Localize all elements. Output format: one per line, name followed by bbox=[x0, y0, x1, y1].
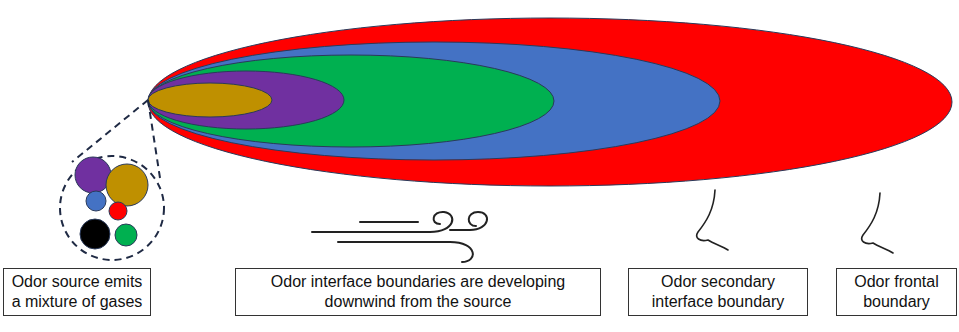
gas-mixture bbox=[75, 157, 148, 249]
source-callout bbox=[60, 100, 164, 260]
nose-icon bbox=[697, 190, 728, 250]
gold-plume bbox=[148, 83, 272, 117]
box-label: Odor source emits a mixture of gases bbox=[10, 272, 144, 312]
green-plume bbox=[148, 55, 554, 147]
text-box: Odor interface boundaries are developing… bbox=[235, 268, 601, 316]
box-label: Odor interface boundaries are developing… bbox=[242, 272, 594, 312]
red-plume bbox=[148, 18, 952, 186]
box-label: Odor frontal boundary bbox=[843, 272, 950, 312]
box-label: Odor secondary interface boundary bbox=[635, 272, 801, 312]
text-box: Odor secondary interface boundary bbox=[628, 268, 808, 316]
wind-symbol bbox=[312, 212, 487, 262]
text-box: Odor frontal boundary bbox=[836, 268, 957, 316]
text-box: Odor source emits a mixture of gases bbox=[3, 268, 151, 316]
blue-plume bbox=[148, 42, 720, 160]
purple-plume bbox=[148, 71, 344, 129]
nose-icon bbox=[862, 193, 893, 253]
